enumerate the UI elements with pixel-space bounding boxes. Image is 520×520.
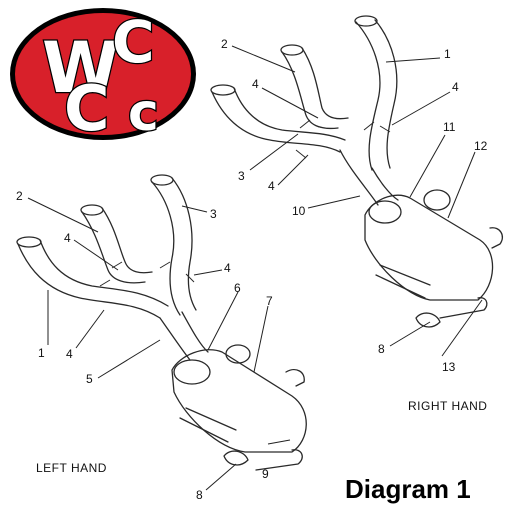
right-muffler xyxy=(364,194,494,301)
left-bracket-8 xyxy=(223,450,249,466)
left-clamps xyxy=(99,261,195,287)
right-callout-12: 12 xyxy=(474,139,488,153)
right-pipe-3-flange xyxy=(210,84,236,96)
left-callout-2: 2 xyxy=(16,189,23,203)
right-callout-4b: 4 xyxy=(452,80,459,94)
logo-red-oval xyxy=(15,13,191,135)
left-callout-9: 9 xyxy=(262,467,269,481)
right-callout-2: 2 xyxy=(221,37,228,51)
right-callout-4a: 4 xyxy=(252,77,259,91)
right-collector xyxy=(339,149,399,206)
left-outlet-pipe xyxy=(179,407,237,443)
left-muffler-bracket xyxy=(225,344,251,364)
right-muffler-inlet xyxy=(368,200,402,224)
right-header-pipe-1 xyxy=(355,19,398,171)
right-pipe-1-flange xyxy=(354,15,378,27)
right-callout-4c: 4 xyxy=(268,179,275,193)
right-outlet-pipe xyxy=(375,264,431,299)
wcc-logo: W C C c xyxy=(10,7,196,146)
right-muffler-bracket xyxy=(423,189,451,211)
logo-letter-w: W xyxy=(42,27,119,109)
left-callout-1: 1 xyxy=(38,346,45,360)
left-muffler-inlet xyxy=(173,359,211,385)
logo-letter-c2: c xyxy=(128,83,159,143)
left-hand-caption: LEFT HAND xyxy=(36,461,107,475)
left-callout-3: 3 xyxy=(210,207,217,221)
right-pipe-2-flange xyxy=(280,44,304,56)
right-hanger xyxy=(489,227,504,249)
right-callout-8: 8 xyxy=(378,342,385,356)
left-callout-4a: 4 xyxy=(64,231,71,245)
right-hand-assembly xyxy=(210,15,504,328)
left-pipe-3-flange xyxy=(150,174,174,186)
left-pipe-1-flange xyxy=(16,236,42,248)
logo-letter-c1: C xyxy=(64,72,110,145)
left-pipe-2-flange xyxy=(80,204,104,216)
left-leaders xyxy=(27,197,291,491)
right-callout-11: 11 xyxy=(443,120,456,134)
left-callout-numbers: 2 3 4 4 1 4 6 7 5 9 8 xyxy=(16,189,273,502)
left-collector xyxy=(159,311,209,361)
diagram-title: Diagram 1 xyxy=(345,474,471,504)
right-callout-numbers: 1 2 4 4 3 4 11 12 10 8 13 xyxy=(221,37,488,374)
left-callout-8: 8 xyxy=(196,488,203,502)
left-hanger xyxy=(285,368,305,387)
logo-letter-c-top: C xyxy=(112,8,155,76)
right-leaders xyxy=(231,45,483,357)
right-callout-10: 10 xyxy=(292,204,306,218)
left-callout-4c: 4 xyxy=(66,347,73,361)
left-callout-5: 5 xyxy=(86,372,93,386)
right-header-pipe-2 xyxy=(281,47,349,130)
left-tailpipe xyxy=(255,449,303,471)
left-header-pipe-3 xyxy=(151,177,197,316)
left-muffler xyxy=(171,349,307,453)
left-header-pipe-1 xyxy=(17,239,169,319)
right-hand-caption: RIGHT HAND xyxy=(408,399,487,413)
left-hand-assembly xyxy=(16,174,307,471)
left-callout-6: 6 xyxy=(234,281,241,295)
right-clamps xyxy=(295,119,391,159)
right-callout-1: 1 xyxy=(444,47,451,61)
left-callout-7: 7 xyxy=(266,294,273,308)
right-header-pipe-3 xyxy=(211,87,346,153)
left-callout-4b: 4 xyxy=(224,261,231,275)
right-tailpipe xyxy=(439,297,488,319)
right-callout-3: 3 xyxy=(238,169,245,183)
right-bracket-8 xyxy=(415,312,441,328)
left-header-pipe-2 xyxy=(81,207,153,284)
right-callout-13: 13 xyxy=(442,360,456,374)
